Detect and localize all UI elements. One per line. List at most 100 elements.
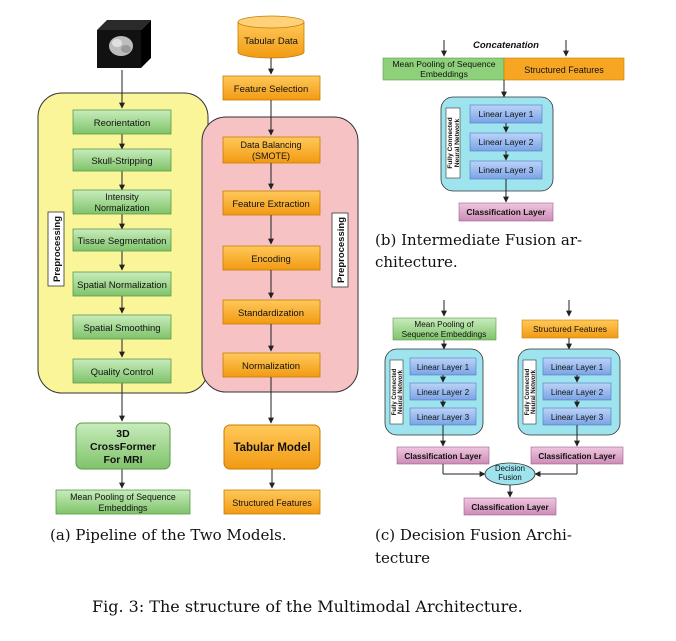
crossformer-model-box: 3D CrossFormer For MRI xyxy=(75,422,171,470)
intensity-line1: Intensity xyxy=(105,192,139,202)
svg-text:Linear Layer 2: Linear Layer 2 xyxy=(551,388,604,397)
svg-text:Classification Layer: Classification Layer xyxy=(404,452,482,461)
concatenation-label: Concatenation xyxy=(473,40,539,51)
b-fc-line2: Neural Network xyxy=(454,118,461,167)
crossformer-line1: 3D xyxy=(116,428,130,440)
c-decision-fusion-node: Decision Fusion xyxy=(484,462,536,486)
c-left-line2: Sequence Embeddings xyxy=(402,330,487,339)
caption-b-line1: (b) Intermediate Fusion ar- xyxy=(375,231,583,249)
c-right-fc-line1: Fully Connected xyxy=(525,368,531,415)
balancing-line2: (SMOTE) xyxy=(252,151,290,161)
b-left-line1: Mean Pooling of Sequence xyxy=(392,59,495,69)
mri-output-line2: Embeddings xyxy=(99,503,149,513)
svg-text:Standardization: Standardization xyxy=(238,308,304,319)
c-left-input: Mean Pooling of Sequence Embeddings xyxy=(392,317,497,341)
mri-volume-icon xyxy=(97,20,151,68)
mri-step-spatial-smoothing: Spatial Smoothing xyxy=(72,314,172,340)
fusion-line1: Decision xyxy=(495,464,525,473)
c-left-linear-layer-3: Linear Layer 3 xyxy=(409,407,477,426)
c-right-classification-layer: Classification Layer xyxy=(530,446,624,465)
svg-text:Skull-Stripping: Skull-Stripping xyxy=(91,156,152,167)
c-left-fc-label: Fully Connected Neural Network xyxy=(389,359,404,425)
figure-caption: Fig. 3: The structure of the Multimodal … xyxy=(92,597,523,616)
tabular-step-standardization: Standardization xyxy=(222,299,321,325)
svg-text:Tabular Data: Tabular Data xyxy=(244,36,299,47)
tabular-step-data-balancing: Data Balancing (SMOTE) xyxy=(222,136,321,164)
tabular-data-cylinder: Tabular Data xyxy=(237,15,305,59)
mri-step-skull-stripping: Skull-Stripping xyxy=(72,148,172,172)
svg-text:Feature Selection: Feature Selection xyxy=(234,84,308,95)
svg-text:Spatial Normalization: Spatial Normalization xyxy=(77,280,167,291)
svg-text:Linear Layer 1: Linear Layer 1 xyxy=(417,363,470,372)
c-left-fc-line1: Fully Connected xyxy=(392,368,398,415)
b-classification-layer: Classification Layer xyxy=(458,202,554,222)
svg-text:Tabular Model: Tabular Model xyxy=(233,442,310,454)
svg-text:Tissue Segmentation: Tissue Segmentation xyxy=(78,236,167,247)
mri-step-tissue-segmentation: Tissue Segmentation xyxy=(72,228,172,252)
c-left-linear-layer-1: Linear Layer 1 xyxy=(409,357,477,376)
caption-c-line1: (c) Decision Fusion Archi- xyxy=(375,526,572,544)
svg-text:Linear Layer 2: Linear Layer 2 xyxy=(479,137,534,147)
c-right-fc-label: Fully Connected Neural Network xyxy=(522,359,537,425)
tabular-step-normalization: Normalization xyxy=(222,352,321,378)
crossformer-line2: CrossFormer xyxy=(90,441,156,453)
caption-c-line2: tecture xyxy=(375,549,431,567)
caption-b-line2: chitecture. xyxy=(375,253,458,271)
mri-output-box: Mean Pooling of Sequence Embeddings xyxy=(55,489,191,515)
b-left-line2: Embeddings xyxy=(420,69,468,79)
c-right-linear-layer-2: Linear Layer 2 xyxy=(542,382,612,401)
svg-text:Structured Features: Structured Features xyxy=(533,324,607,334)
c-right-fc-line2: Neural Network xyxy=(531,369,537,414)
svg-text:Classification Layer: Classification Layer xyxy=(471,503,549,512)
svg-text:Spatial Smoothing: Spatial Smoothing xyxy=(83,323,160,334)
b-linear-layer-3: Linear Layer 3 xyxy=(469,160,543,180)
svg-text:Linear Layer 3: Linear Layer 3 xyxy=(479,165,534,175)
svg-text:Linear Layer 3: Linear Layer 3 xyxy=(551,413,604,422)
svg-text:Linear Layer 3: Linear Layer 3 xyxy=(417,413,470,422)
svg-text:Structured Features: Structured Features xyxy=(232,498,312,508)
b-fc-label: Fully Connected Neural Network xyxy=(445,107,461,179)
tabular-step-feature-extraction: Feature Extraction xyxy=(222,190,321,216)
feature-selection-box: Feature Selection xyxy=(222,75,321,101)
mri-step-spatial-normalization: Spatial Normalization xyxy=(72,271,172,297)
svg-text:Preprocessing: Preprocessing xyxy=(52,216,63,282)
c-right-linear-layer-3: Linear Layer 3 xyxy=(542,407,612,426)
b-fc-line1: Fully Connected xyxy=(447,117,454,168)
crossformer-line3: For MRI xyxy=(103,454,142,466)
balancing-line1: Data Balancing xyxy=(240,140,301,150)
mri-preprocessing-label: Preprocessing xyxy=(47,211,65,287)
intensity-line2: Normalization xyxy=(94,203,149,213)
tabular-preprocessing-label: Preprocessing xyxy=(331,212,349,288)
mri-step-reorientation: Reorientation xyxy=(72,109,172,135)
c-left-classification-layer: Classification Layer xyxy=(396,446,490,465)
mri-step-intensity-normalization: Intensity Normalization xyxy=(72,189,172,215)
svg-text:Linear Layer 1: Linear Layer 1 xyxy=(479,109,534,119)
svg-text:Preprocessing: Preprocessing xyxy=(336,217,347,283)
c-left-line1: Mean Pooling of xyxy=(414,320,474,329)
svg-text:Encoding: Encoding xyxy=(251,254,291,265)
tabular-step-encoding: Encoding xyxy=(222,245,321,271)
svg-text:Structured Features: Structured Features xyxy=(524,65,604,75)
tabular-model-box: Tabular Model xyxy=(223,424,321,470)
svg-text:Quality Control: Quality Control xyxy=(91,367,154,378)
b-linear-layer-1: Linear Layer 1 xyxy=(469,104,543,124)
svg-text:Linear Layer 2: Linear Layer 2 xyxy=(417,388,470,397)
b-concat-input-bar: Mean Pooling of Sequence Embeddings Stru… xyxy=(382,57,625,81)
fusion-line2: Fusion xyxy=(498,473,521,482)
c-final-classification-layer: Classification Layer xyxy=(463,497,557,516)
c-left-fc-line2: Neural Network xyxy=(398,369,404,414)
c-left-linear-layer-2: Linear Layer 2 xyxy=(409,382,477,401)
svg-text:Reorientation: Reorientation xyxy=(94,118,151,129)
svg-text:Normalization: Normalization xyxy=(242,361,300,372)
c-right-input: Structured Features xyxy=(521,319,619,339)
svg-text:Classification Layer: Classification Layer xyxy=(538,452,616,461)
mri-step-quality-control: Quality Control xyxy=(72,358,172,384)
b-linear-layer-2: Linear Layer 2 xyxy=(469,132,543,152)
c-right-linear-layer-1: Linear Layer 1 xyxy=(542,357,612,376)
svg-text:Feature Extraction: Feature Extraction xyxy=(232,199,310,210)
caption-a: (a) Pipeline of the Two Models. xyxy=(50,526,287,544)
mri-output-line1: Mean Pooling of Sequence xyxy=(70,492,176,502)
tabular-output-box: Structured Features xyxy=(223,489,321,515)
svg-text:Classification Layer: Classification Layer xyxy=(466,207,546,217)
